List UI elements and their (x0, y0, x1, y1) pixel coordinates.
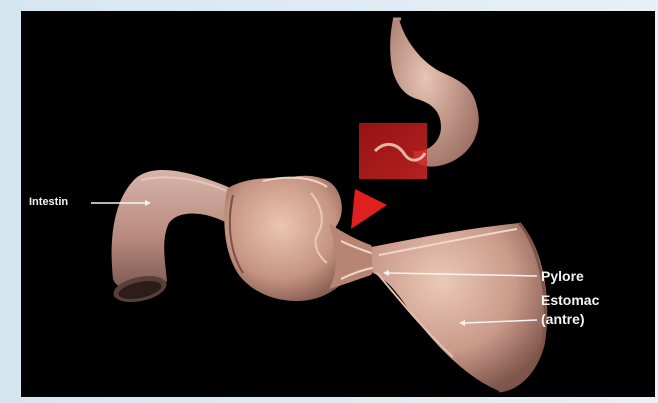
pylore-label: Pylore (541, 268, 584, 284)
illustration-frame: Intestin Pylore Estomac (antre) (21, 11, 655, 397)
intestin-label: Intestin (29, 196, 68, 209)
stomach-antrum-shape (371, 223, 547, 391)
estomac-label: Estomac (541, 292, 599, 308)
antre-label: (antre) (541, 311, 585, 327)
pointer-arrow-icon (351, 189, 387, 229)
highlight-square (359, 123, 427, 179)
intestine-shape (111, 170, 233, 306)
duodenal-bulb-shape (224, 176, 350, 301)
stomach-pylorus-illustration (21, 11, 655, 397)
